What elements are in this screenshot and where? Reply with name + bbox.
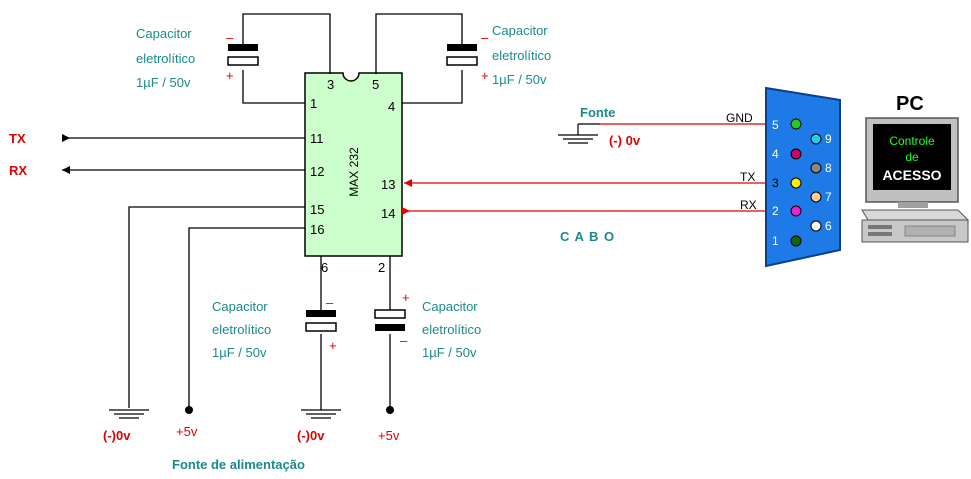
capacitor-c4: + – Capacitor eletrolítico 1µF / 50v	[374, 290, 481, 360]
c2-line2: eletrolítico	[492, 48, 551, 63]
pin-1: 1	[310, 96, 317, 111]
pin-5: 5	[372, 77, 379, 92]
tx-rx-lines: TX RX	[9, 131, 305, 178]
pin8-dot	[810, 162, 822, 174]
chip-label: MAX 232	[347, 147, 361, 197]
c2-line1: Capacitor	[492, 23, 548, 38]
conn-pin-6: 6	[825, 219, 832, 233]
pin-2: 2	[378, 260, 385, 275]
pin-15: 15	[310, 202, 324, 217]
conn-pin-2: 2	[772, 204, 779, 218]
top-wires	[128, 13, 463, 410]
cable-wires: C A B O	[402, 123, 790, 244]
fonte-ground: Fonte (-) 0v	[558, 105, 641, 148]
pin-16: 16	[310, 222, 324, 237]
conn-pin-9: 9	[825, 132, 832, 146]
vcc-left-label: +5v	[176, 424, 198, 439]
pin2-dot	[790, 205, 802, 217]
c1-minus: –	[226, 30, 234, 45]
cable-label: C A B O	[560, 229, 615, 244]
c1-line1: Capacitor	[136, 26, 192, 41]
c4-line2: eletrolítico	[422, 322, 481, 337]
pin7-dot	[810, 191, 822, 203]
capacitor-c2: – + Capacitor eletrolítico 1µF / 50v	[446, 23, 551, 87]
pin-13: 13	[381, 177, 395, 192]
pin-14: 14	[381, 206, 395, 221]
c3-line1: Capacitor	[212, 299, 268, 314]
c4-minus: –	[400, 333, 408, 348]
c3-line2: eletrolítico	[212, 322, 271, 337]
fonte-ground-label: (-) 0v	[609, 133, 641, 148]
ground-left: (-)0v	[103, 409, 149, 443]
capacitor-c1: – + Capacitor eletrolítico 1µF / 50v	[136, 26, 259, 90]
conn-pin-7: 7	[825, 190, 832, 204]
c3-plus: +	[329, 338, 337, 353]
conn-rx-label: RX	[740, 198, 757, 212]
tx-arrow-icon	[62, 134, 70, 142]
conn-pin-1: 1	[772, 234, 779, 248]
ground-mid-label: (-)0v	[297, 428, 325, 443]
tx-label: TX	[9, 131, 26, 146]
max232-chip: MAX 232	[304, 72, 403, 257]
db9-connector: 5 4 3 2 1 9 8 7 6 GND TX RX	[726, 86, 841, 268]
vcc-mid-dot	[386, 406, 394, 414]
rx-arrow-icon	[62, 166, 70, 174]
c4-line1: Capacitor	[422, 299, 478, 314]
ground-mid: (-)0v	[297, 409, 341, 443]
conn-tx-label: TX	[740, 170, 755, 184]
vcc-left: +5v	[176, 406, 198, 439]
pin5-dot	[790, 118, 802, 130]
screen-line-2: de	[905, 150, 919, 164]
rx-label: RX	[9, 163, 27, 178]
power-caption: Fonte de alimentação	[172, 457, 305, 472]
vcc-mid-label: +5v	[378, 428, 400, 443]
pin6-dot	[810, 220, 822, 232]
c1-line2: eletrolítico	[136, 51, 195, 66]
pin3-dot	[790, 177, 802, 189]
capacitor-c3: – + Capacitor eletrolítico 1µF / 50v	[212, 295, 337, 360]
fonte-label: Fonte	[580, 105, 615, 120]
conn-pin-5: 5	[772, 118, 779, 132]
ground-left-label: (-)0v	[103, 428, 131, 443]
pin1-dot	[790, 235, 802, 247]
c1-plus: +	[226, 68, 234, 83]
screen-line-1: Controle	[889, 134, 935, 148]
pc-computer: PC Controle de ACESSO	[861, 93, 970, 243]
pc-title: PC	[896, 93, 924, 115]
c4-line3: 1µF / 50v	[422, 345, 477, 360]
c3-minus: –	[326, 295, 334, 310]
rx-cable-arrow-icon	[402, 207, 410, 215]
pin9-dot	[810, 133, 822, 145]
c2-line3: 1µF / 50v	[492, 72, 547, 87]
vcc-mid: +5v	[378, 406, 400, 443]
c3-line3: 1µF / 50v	[212, 345, 267, 360]
c1-line3: 1µF / 50v	[136, 75, 191, 90]
tx-cable-arrow-icon	[404, 179, 412, 187]
c2-minus: –	[481, 30, 489, 45]
conn-pin-8: 8	[825, 161, 832, 175]
c4-plus: +	[402, 290, 410, 305]
c2-plus: +	[481, 68, 489, 83]
pin-11: 11	[310, 131, 324, 146]
vcc-left-dot	[185, 406, 193, 414]
screen-line-3: ACESSO	[882, 167, 941, 183]
pin-12: 12	[310, 164, 324, 179]
pin-3: 3	[327, 77, 334, 92]
conn-pin-3: 3	[772, 176, 779, 190]
conn-pin-4: 4	[772, 147, 779, 161]
pin-4: 4	[388, 99, 395, 114]
gnd-label: GND	[726, 111, 753, 125]
pin4-dot	[790, 148, 802, 160]
pin-6: 6	[321, 260, 328, 275]
